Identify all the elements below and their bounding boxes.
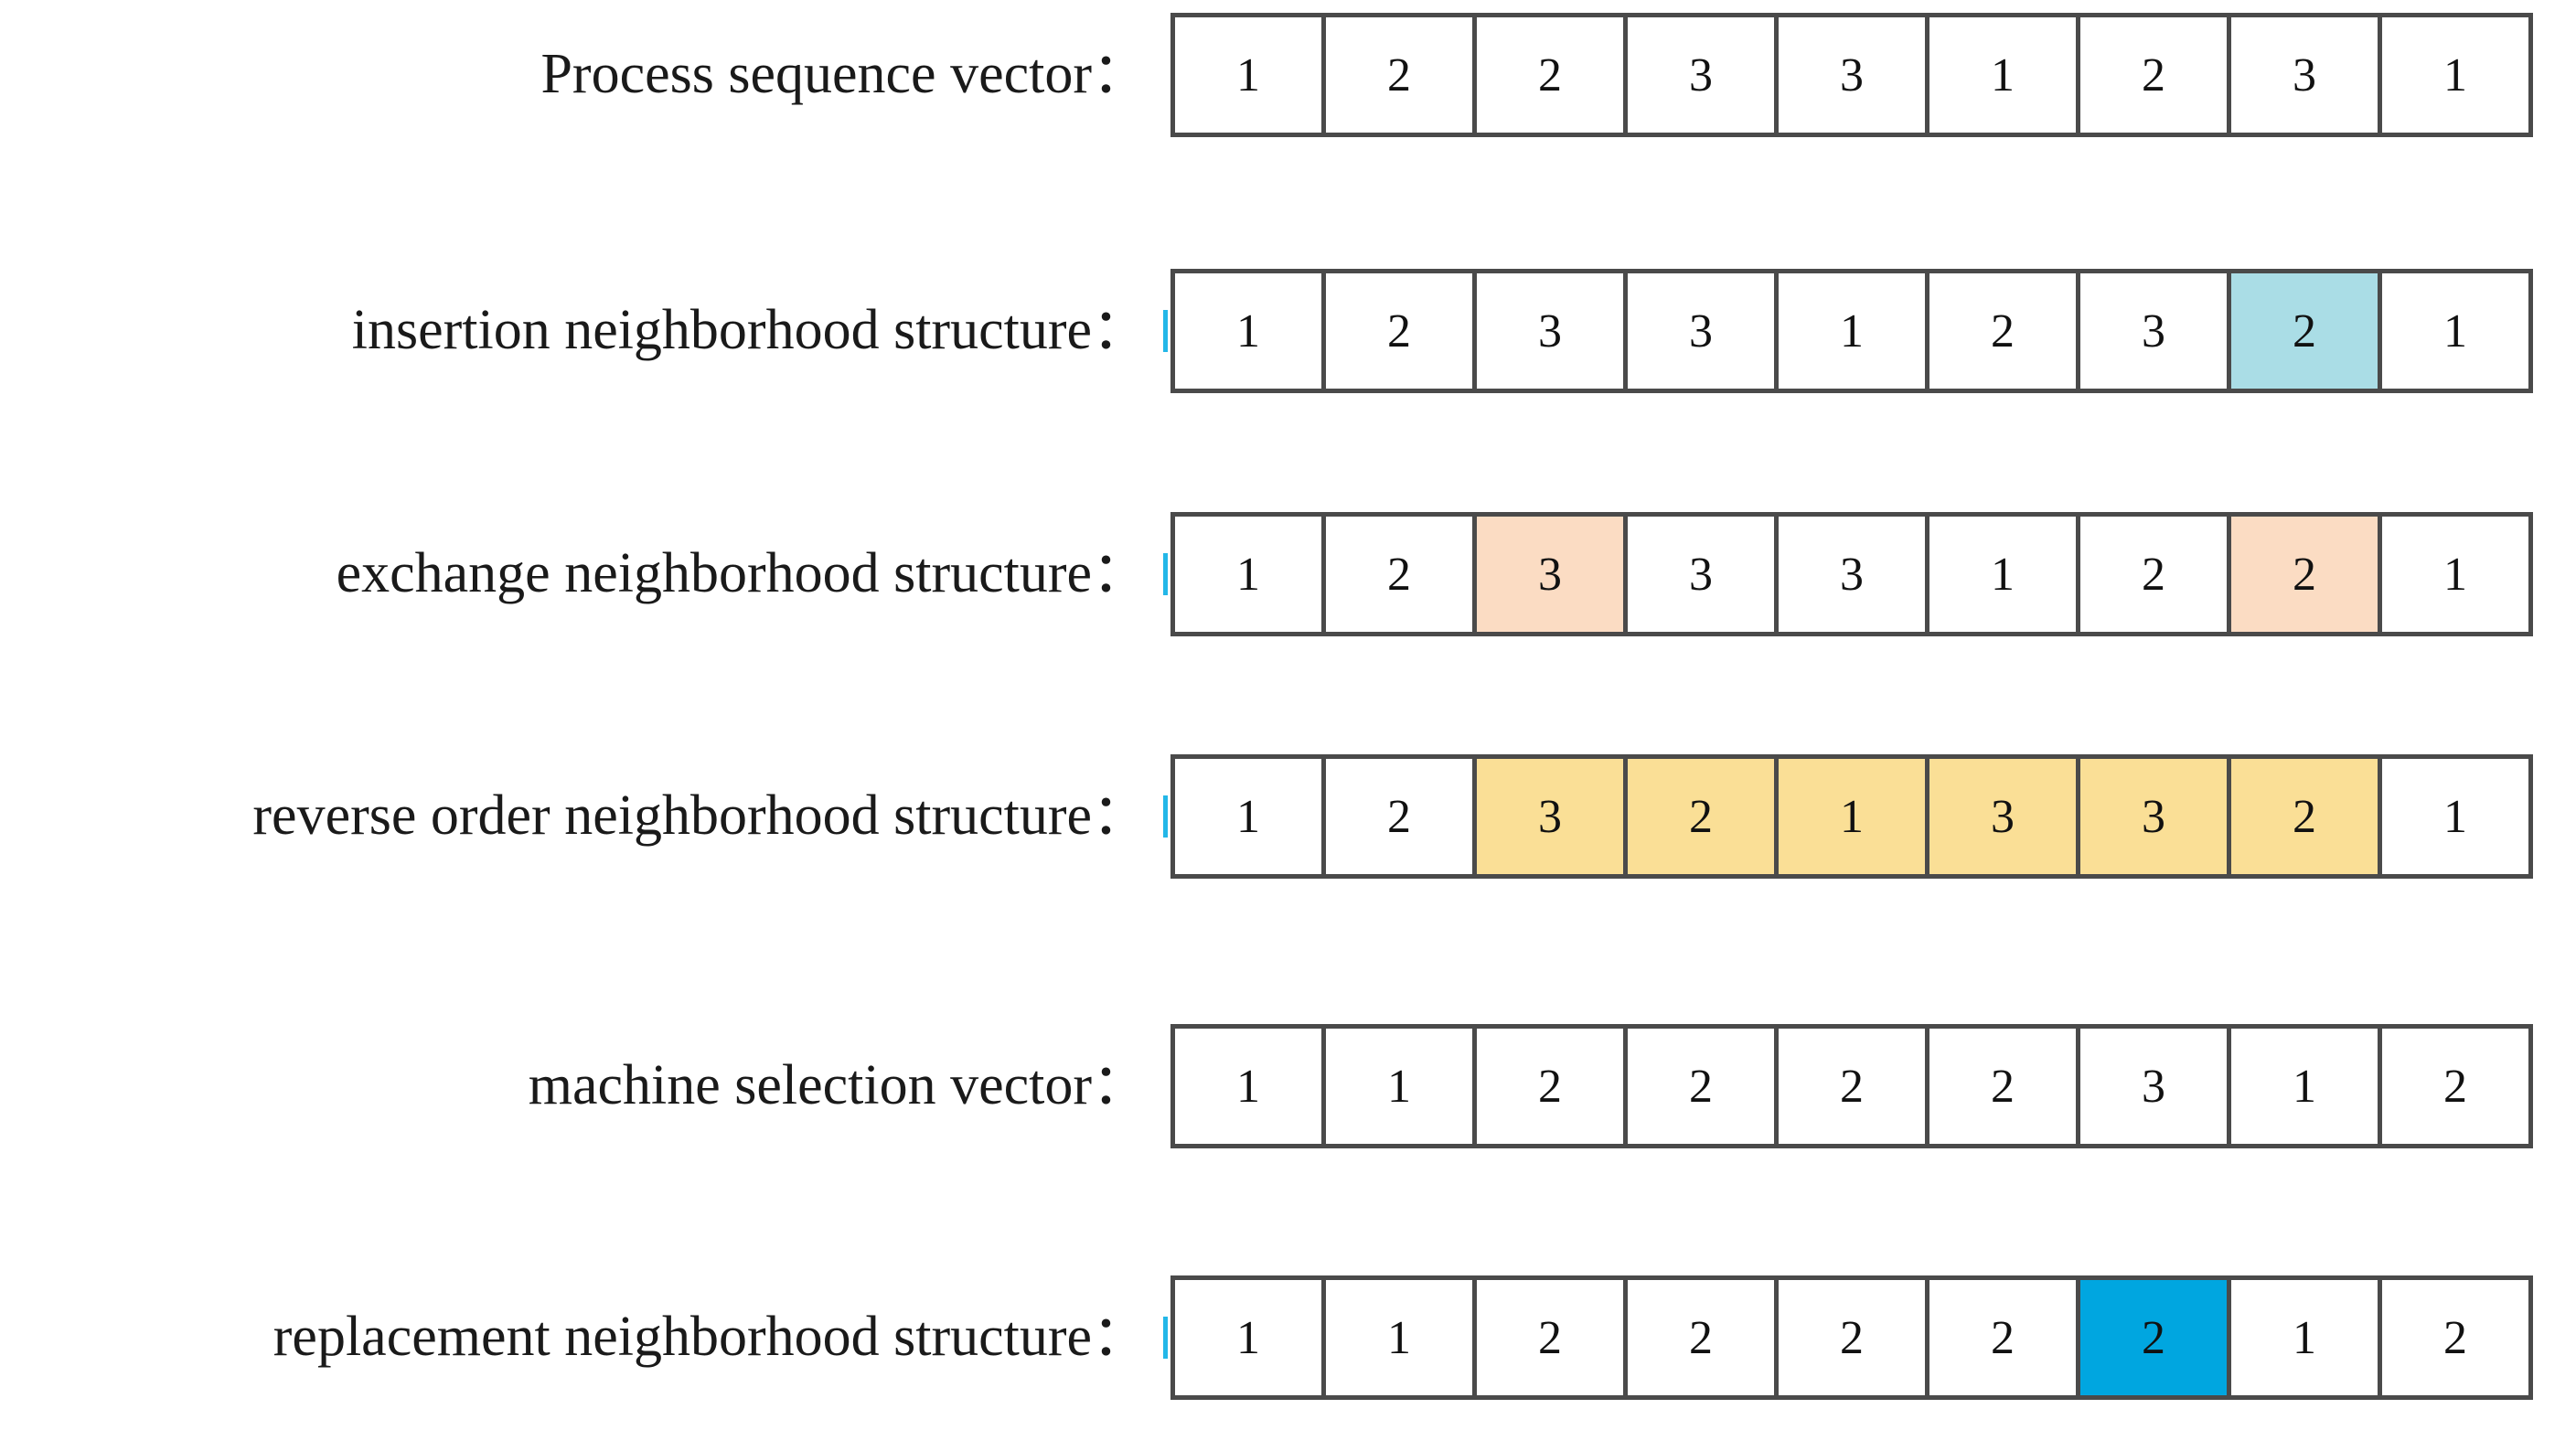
vector-cell[interactable]: 2	[2382, 1280, 2533, 1395]
vector-cell[interactable]: 1	[1175, 17, 1326, 133]
vector-cell[interactable]: 2	[2080, 517, 2231, 632]
vector-cell-highlighted[interactable]: 3	[1477, 517, 1628, 632]
vector-cell[interactable]: 1	[1175, 273, 1326, 389]
vector-cell[interactable]: 1	[2382, 273, 2533, 389]
vector-cell[interactable]: 2	[1326, 17, 1477, 133]
vector-cell[interactable]: 3	[1628, 17, 1779, 133]
vector-cell[interactable]: 1	[2231, 1029, 2382, 1144]
vector-cell[interactable]: 1	[2231, 1280, 2382, 1395]
vector-cell[interactable]: 1	[2382, 517, 2533, 632]
vector-cell[interactable]: 3	[1477, 273, 1628, 389]
vector-cell[interactable]: 1	[2382, 17, 2533, 133]
vector-cell-highlighted[interactable]: 2	[1628, 759, 1779, 874]
row-label: replacement neighborhood structure：	[273, 1306, 1149, 1369]
row-marker-icon	[1161, 548, 1170, 601]
vector-cell[interactable]: 2	[2382, 1029, 2533, 1144]
vector-cell[interactable]: 1	[1175, 759, 1326, 874]
vector-cell[interactable]: 3	[1779, 517, 1929, 632]
vector-cell[interactable]: 2	[1326, 759, 1477, 874]
vector-cell-highlighted[interactable]: 2	[2231, 759, 2382, 874]
vector-cell[interactable]: 1	[1175, 1280, 1326, 1395]
vector-cell[interactable]: 2	[1326, 273, 1477, 389]
vector-cell[interactable]: 2	[1779, 1280, 1929, 1395]
vector-cell[interactable]: 1	[1175, 1029, 1326, 1144]
vector-cell-highlighted[interactable]: 2	[2231, 517, 2382, 632]
row-label: exchange neighborhood structure：	[336, 542, 1149, 605]
row-marker-icon	[1161, 1311, 1170, 1364]
vector-cell[interactable]: 1	[1326, 1280, 1477, 1395]
row-marker-icon	[1161, 304, 1170, 358]
vector-cell-highlighted[interactable]: 1	[1779, 759, 1929, 874]
row-label: Process sequence vector：	[540, 43, 1149, 106]
vector-cell[interactable]: 1	[1929, 17, 2080, 133]
vector-cell[interactable]: 1	[2382, 759, 2533, 874]
vector-cell[interactable]: 2	[1477, 1280, 1628, 1395]
row-marker-icon	[1161, 48, 1170, 101]
row-label: reverse order neighborhood structure：	[252, 784, 1149, 848]
vector-cell-highlighted[interactable]: 2	[2231, 273, 2382, 389]
vector-cell-highlighted[interactable]: 3	[2080, 759, 2231, 874]
vector-cell-highlighted[interactable]: 3	[1477, 759, 1628, 874]
vector-cell[interactable]: 3	[2231, 17, 2382, 133]
vector-cell[interactable]: 1	[1175, 517, 1326, 632]
vector-cell[interactable]: 2	[1477, 1029, 1628, 1144]
vector-cell[interactable]: 2	[1477, 17, 1628, 133]
vector-cell-highlighted[interactable]: 3	[1929, 759, 2080, 874]
vector-cell[interactable]: 2	[1929, 1029, 2080, 1144]
vector-cell[interactable]: 1	[1929, 517, 2080, 632]
row-label: insertion neighborhood structure：	[351, 299, 1149, 362]
vector-cell[interactable]: 2	[1628, 1029, 1779, 1144]
vector-cell[interactable]: 3	[2080, 1029, 2231, 1144]
vector-cell[interactable]: 1	[1779, 273, 1929, 389]
row-marker-icon	[1161, 790, 1170, 843]
vector-cell[interactable]: 2	[2080, 17, 2231, 133]
vector-cell[interactable]: 3	[1628, 517, 1779, 632]
vector-cell[interactable]: 3	[1779, 17, 1929, 133]
vector-cell[interactable]: 1	[1326, 1029, 1477, 1144]
vector-cell[interactable]: 2	[1628, 1280, 1779, 1395]
vector-cell[interactable]: 2	[1929, 1280, 2080, 1395]
vector-cell[interactable]: 2	[1929, 273, 2080, 389]
row-marker-icon	[1161, 1060, 1170, 1113]
vector-cell[interactable]: 3	[2080, 273, 2231, 389]
vector-cell-highlighted[interactable]: 2	[2080, 1280, 2231, 1395]
vector-cell[interactable]: 2	[1326, 517, 1477, 632]
vector-cell[interactable]: 3	[1628, 273, 1779, 389]
row-label: machine selection vector：	[528, 1054, 1149, 1117]
vector-cell[interactable]: 2	[1779, 1029, 1929, 1144]
